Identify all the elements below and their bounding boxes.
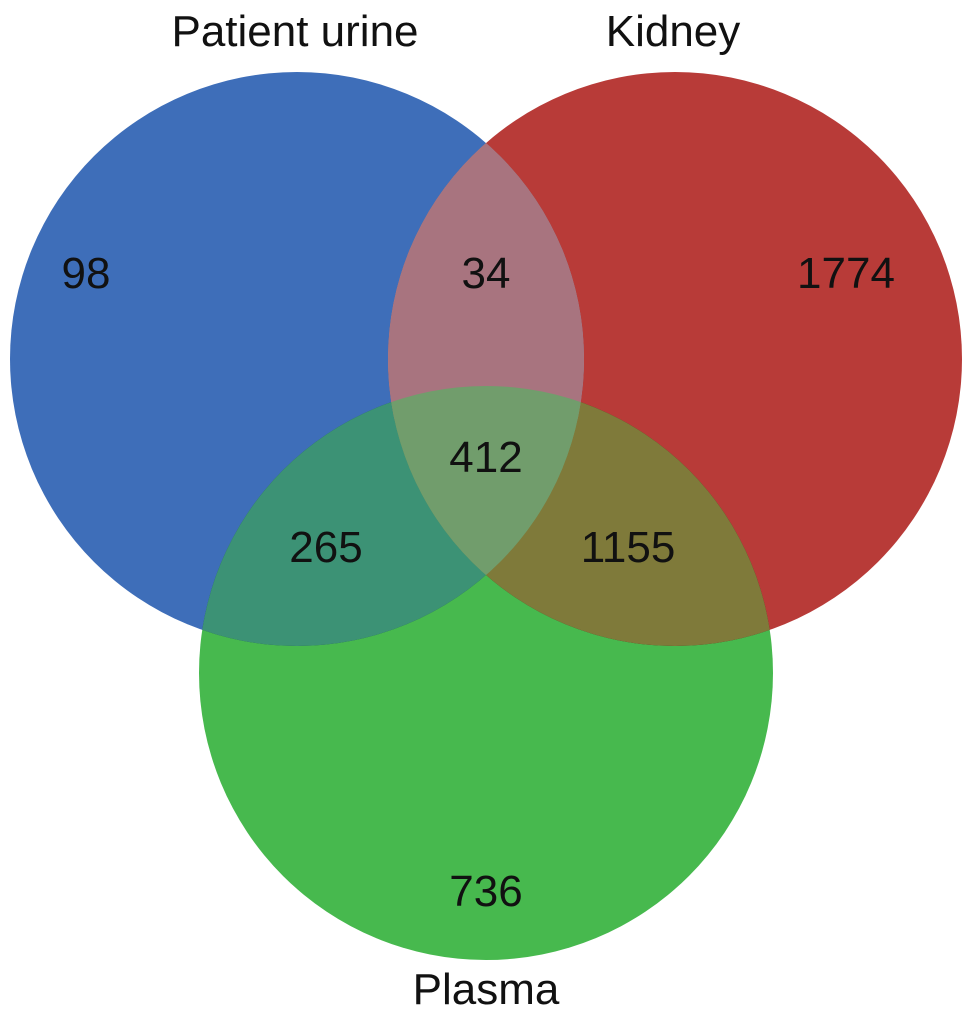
set-labels: Patient urine Kidney Plasma (171, 7, 740, 1014)
count-all-three: 412 (449, 433, 522, 482)
region-counts: 98 34 1774 412 265 1155 736 (62, 249, 895, 916)
count-plasma-only: 736 (449, 867, 522, 916)
overlap-urine-plasma (199, 386, 584, 646)
label-plasma: Plasma (413, 965, 560, 1014)
count-kidney-only: 1774 (797, 249, 895, 298)
count-urine-plasma: 265 (289, 523, 362, 572)
label-kidney: Kidney (606, 7, 741, 56)
count-urine-only: 98 (62, 249, 111, 298)
count-kidney-plasma: 1155 (581, 523, 676, 572)
label-patient-urine: Patient urine (171, 7, 418, 56)
overlap-kidney-plasma (388, 386, 773, 646)
count-urine-kidney: 34 (462, 249, 511, 298)
